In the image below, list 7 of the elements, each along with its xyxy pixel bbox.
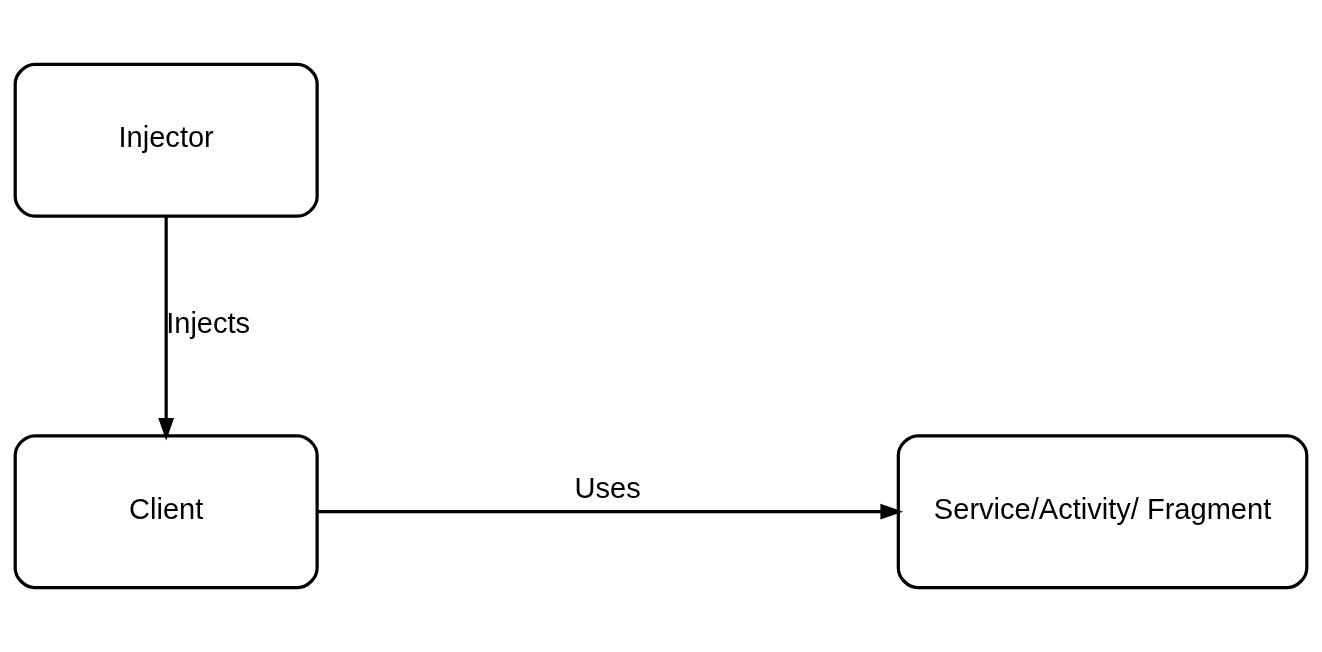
node-box: Injector — [13, 62, 319, 218]
node-box: Client — [13, 434, 319, 590]
edge-label: Injects — [166, 307, 251, 340]
edge-label: Uses — [574, 471, 641, 504]
node-box: Service/Activity/ Fragment — [896, 434, 1309, 590]
arrow — [158, 216, 175, 441]
arrow — [317, 503, 904, 520]
